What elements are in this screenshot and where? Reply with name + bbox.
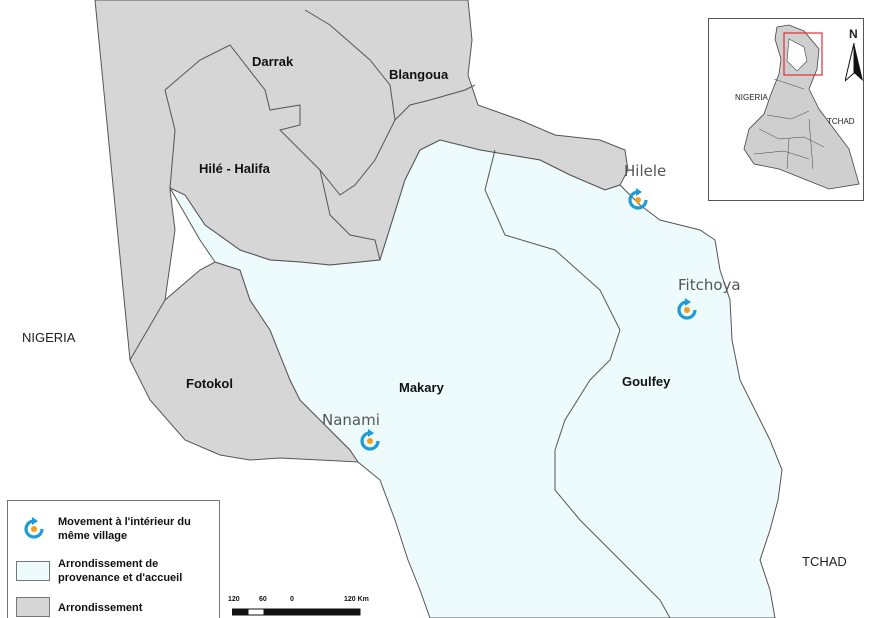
circular-arrow-icon xyxy=(24,517,44,539)
label-hilele: Hilele xyxy=(624,162,666,180)
label-fitchoya: Fitchoya xyxy=(678,276,741,294)
label-blangoua: Blangoua xyxy=(389,67,449,82)
inset-label-tchad: TCHAD xyxy=(827,117,855,126)
scale-tick-label: 60 xyxy=(259,596,267,603)
region-origin-host xyxy=(168,139,783,618)
label-hile-halifa: Hilé - Halifa xyxy=(199,161,271,176)
scale-tick-label: 120 Km xyxy=(344,596,369,603)
label-nanami: Nanami xyxy=(322,411,380,429)
scale-bar: 120 60 0 120 Km xyxy=(228,596,378,618)
label-nigeria: NIGERIA xyxy=(22,330,76,345)
movement-marker-fitchoya xyxy=(677,298,697,320)
legend-swatch-arrondissement xyxy=(16,597,50,617)
label-fotokol: Fotokol xyxy=(186,376,233,391)
legend-label-arrondissement: Arrondissement xyxy=(58,602,143,614)
inset-map: NIGERIA TCHAD N xyxy=(708,18,864,201)
scale-tick-label: 0 xyxy=(290,596,294,603)
label-goulfey: Goulfey xyxy=(622,374,671,389)
legend-label-movement: Movement à l'intérieur du même village xyxy=(58,516,191,542)
north-arrow-icon xyxy=(845,43,863,82)
inset-north-letter: N xyxy=(849,27,858,41)
movement-marker-hilele xyxy=(628,188,648,210)
legend: Movement à l'intérieur du même village A… xyxy=(7,500,220,618)
legend-label-origin-host: Arrondissement de provenance et d'accuei… xyxy=(58,558,183,584)
label-tchad: TCHAD xyxy=(802,554,847,569)
scale-bar-graphic xyxy=(232,608,361,616)
inset-country-shape xyxy=(743,24,860,190)
label-makary: Makary xyxy=(399,380,445,395)
legend-swatch-origin-host xyxy=(16,561,50,581)
boundary-darrak-blangoua xyxy=(394,84,476,121)
boundary-hile-south xyxy=(319,169,381,261)
circular-arrow-icon xyxy=(628,188,648,210)
inset-highlight-box xyxy=(783,32,823,76)
movement-marker-nanami xyxy=(360,429,380,451)
circular-arrow-icon xyxy=(360,429,380,451)
label-darrak: Darrak xyxy=(252,54,294,69)
boundary-makary-goulfey xyxy=(484,149,671,618)
scale-tick-label: 120 xyxy=(228,596,240,603)
boundary-hile-west xyxy=(164,89,176,189)
inset-map-graphic xyxy=(743,24,860,190)
inset-label-nigeria: NIGERIA xyxy=(735,93,768,102)
circular-arrow-icon xyxy=(677,298,697,320)
